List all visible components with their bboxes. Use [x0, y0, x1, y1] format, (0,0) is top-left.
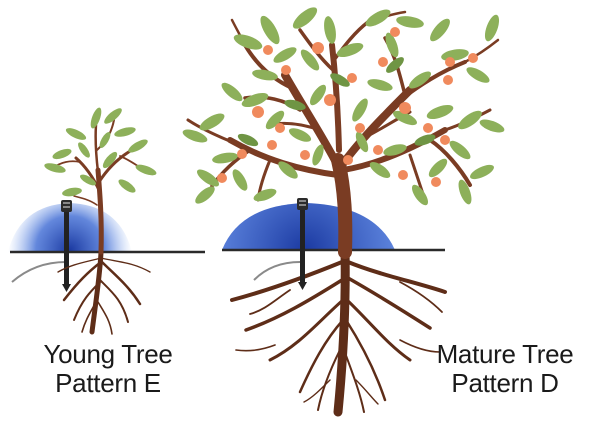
mature-tree-caption: Mature Tree Pattern D [410, 340, 600, 398]
mature-supply-tube [254, 262, 300, 280]
young-tree-caption: Young Tree Pattern E [8, 340, 208, 398]
young-roots [58, 252, 150, 334]
young-tree [8, 106, 205, 334]
young-tree-title: Young Tree [8, 340, 208, 369]
mature-tree-title: Mature Tree [410, 340, 600, 369]
mature-spray [222, 203, 395, 250]
young-tree-pattern: Pattern E [8, 369, 208, 398]
mature-tree-pattern: Pattern D [410, 369, 600, 398]
